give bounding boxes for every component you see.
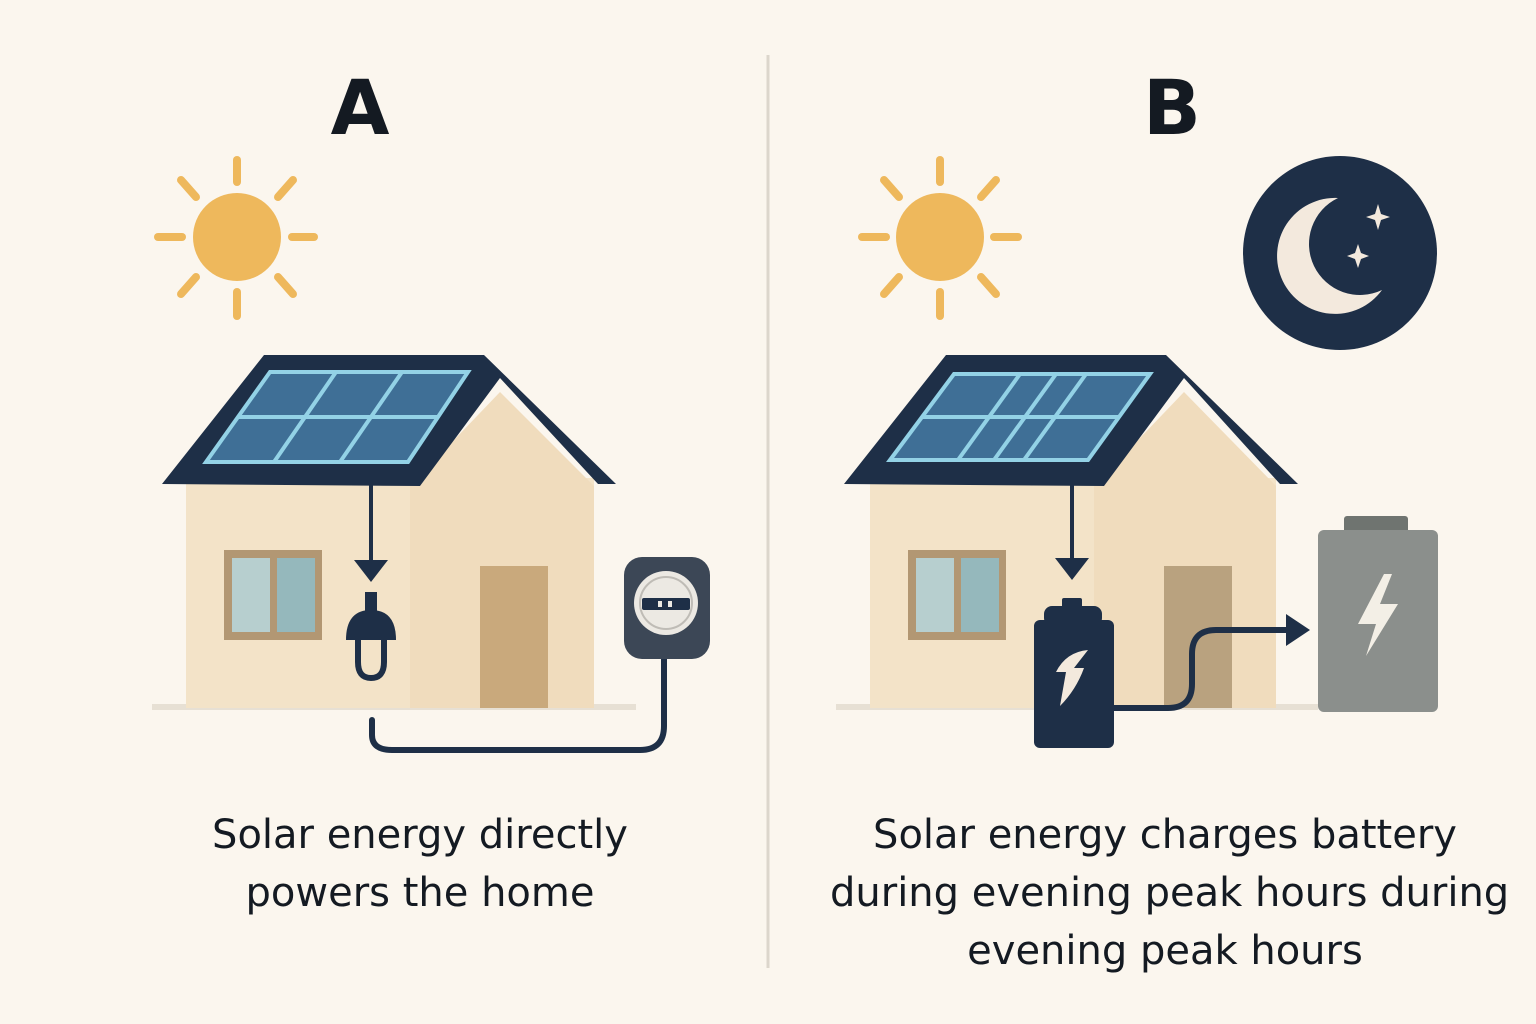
caption-line: Solar energy directly	[212, 812, 628, 858]
electric-meter-icon	[624, 557, 710, 659]
door	[480, 566, 548, 708]
caption-line: Solar energy charges battery	[873, 812, 1457, 858]
arrow-icon	[1055, 472, 1089, 580]
battery-icon	[1034, 598, 1114, 748]
window	[908, 550, 1006, 640]
panel-b-label: B	[1143, 63, 1201, 152]
star-icon	[1347, 244, 1369, 268]
solar-panel-icon	[202, 370, 472, 464]
panel-a-caption: Solar energy directly powers the home	[170, 806, 670, 922]
lightning-bolt-icon	[1056, 650, 1088, 706]
panel-b	[836, 156, 1438, 748]
sun-icon	[154, 156, 318, 320]
power-cable	[369, 647, 667, 753]
caption-line: evening peak hours	[967, 928, 1363, 974]
power-cable	[1114, 627, 1290, 711]
caption-line: powers the home	[245, 870, 595, 916]
lightning-bolt-icon	[1358, 574, 1398, 656]
panel-a-label: A	[330, 63, 390, 152]
star-icon	[1366, 204, 1390, 230]
caption-line: during evening peak hours during	[830, 870, 1510, 916]
panel-a	[152, 156, 710, 753]
arrow-icon	[354, 472, 388, 582]
battery-icon	[1318, 516, 1438, 712]
arrow-icon	[1286, 614, 1310, 646]
moon-icon	[1243, 156, 1437, 350]
panel-b-caption: Solar energy charges battery during even…	[830, 806, 1510, 980]
sun-icon	[858, 156, 1022, 320]
solar-panel-icon	[886, 372, 1154, 462]
house	[162, 355, 616, 708]
plug-icon	[346, 592, 396, 682]
window	[224, 550, 322, 640]
